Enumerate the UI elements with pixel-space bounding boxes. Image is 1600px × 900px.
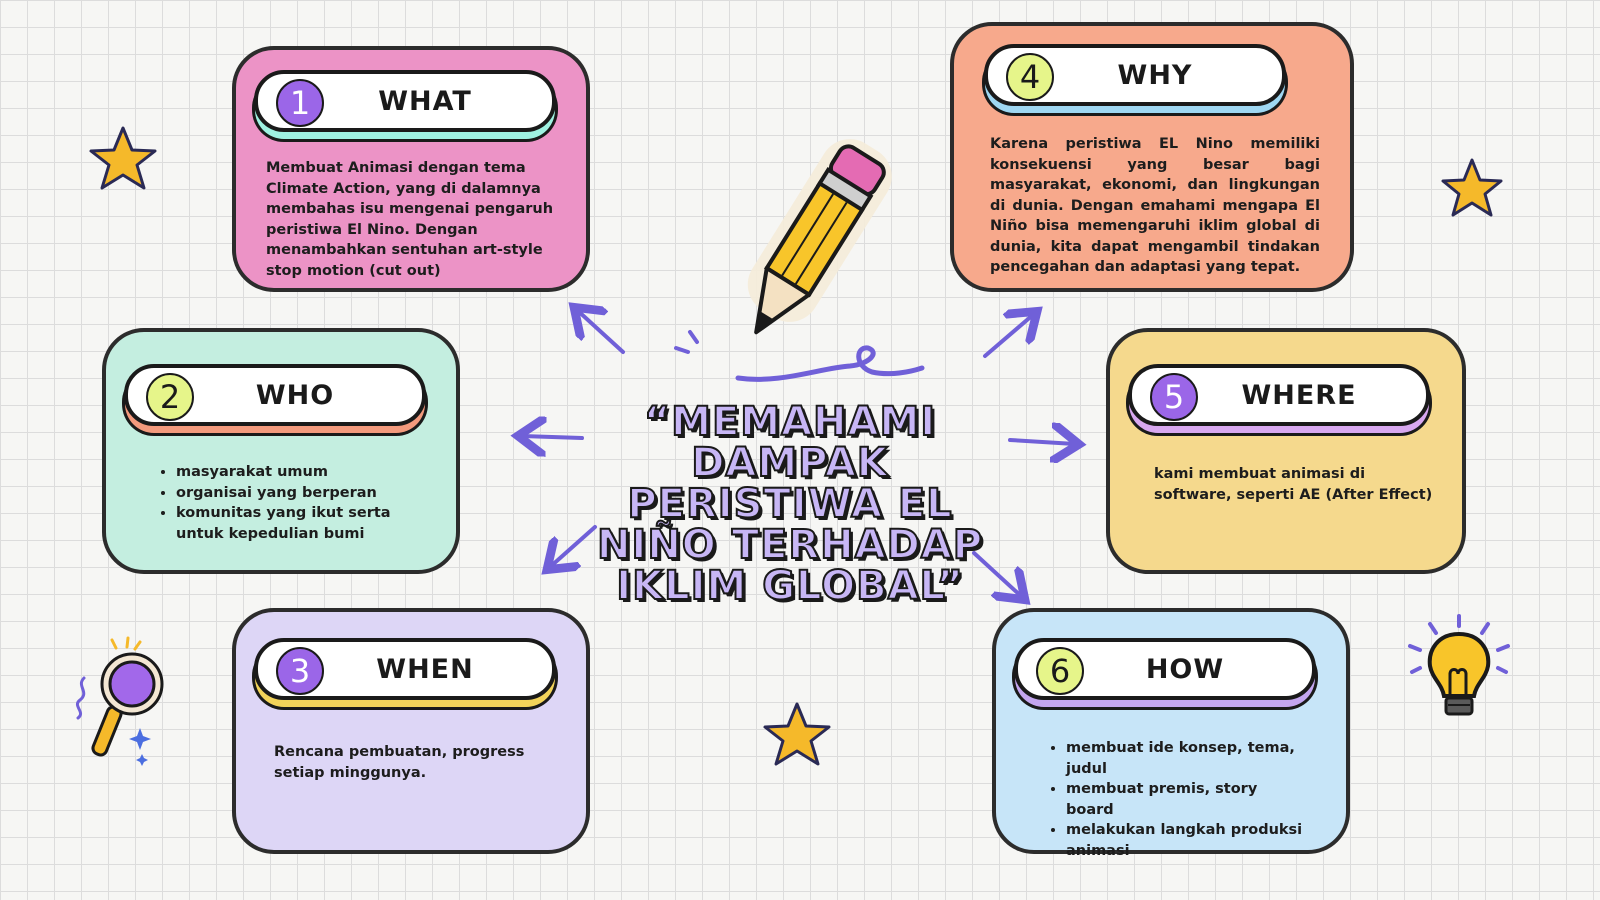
title-pill-why: 4 WHY: [984, 44, 1286, 106]
title-pill-where: 5 WHERE: [1128, 364, 1430, 426]
card-title: WHERE: [1241, 379, 1357, 411]
number-badge: 5: [1150, 373, 1198, 421]
title-pill-when: 3 WHEN: [254, 638, 556, 700]
arrow-icon: [550, 525, 597, 567]
card-who: 2 WHO masyarakat umum organisai yang ber…: [102, 328, 460, 574]
list-item: melakukan langkah produksi animasi: [1066, 820, 1306, 861]
card-body: Membuat Animasi dengan tema Climate Acti…: [266, 160, 554, 279]
number-badge: 6: [1036, 647, 1084, 695]
card-body: Rencana pembuatan, progress setiap mingg…: [274, 744, 525, 781]
star-icon: [1441, 158, 1503, 217]
list-item: organisai yang berperan: [176, 483, 416, 504]
star-icon: [763, 702, 831, 766]
list-item: masyarakat umum: [176, 462, 416, 483]
center-headline: “MEMAHAMI DAMPAK PERISTIWA EL NIÑO TERHA…: [596, 399, 984, 609]
card-when: 3 WHEN Rencana pembuatan, progress setia…: [232, 608, 590, 854]
card-what: 1 WHAT Membuat Animasi dengan tema Clima…: [232, 46, 590, 292]
card-body: Karena peristiwa EL Nino memiliki konsek…: [990, 136, 1320, 275]
card-body: kami membuat animasi di software, sepert…: [1154, 466, 1433, 503]
list-item: membuat premis, story board: [1066, 779, 1306, 820]
star-icon: [89, 126, 157, 190]
number-badge: 1: [276, 79, 324, 127]
arrow-icon: [1008, 440, 1075, 444]
card-title: HOW: [1145, 653, 1225, 685]
card-title: WHY: [1117, 59, 1193, 91]
title-pill-how: 6 HOW: [1014, 638, 1316, 700]
magnifier-icon: [75, 636, 164, 766]
card-where: 5 WHERE kami membuat animasi di software…: [1106, 328, 1466, 574]
list-item: komunitas yang ikut serta untuk kepeduli…: [176, 503, 416, 544]
card-title: WHO: [255, 379, 335, 411]
arrow-icon: [983, 314, 1034, 358]
card-why: 4 WHY Karena peristiwa EL Nino memiliki …: [950, 22, 1354, 292]
lightbulb-icon: [1408, 614, 1510, 716]
squiggle-decoration: [735, 345, 925, 382]
number-badge: 2: [146, 373, 194, 421]
card-title: WHAT: [378, 85, 472, 117]
number-badge: 4: [1006, 53, 1054, 101]
pencil-icon: [747, 139, 892, 335]
title-pill-what: 1 WHAT: [254, 70, 556, 132]
card-bullet-list: masyarakat umum organisai yang berperan …: [158, 462, 416, 544]
card-title: WHEN: [376, 653, 474, 685]
title-pill-who: 2 WHO: [124, 364, 426, 426]
arrow-icon: [577, 310, 625, 354]
card-how: 6 HOW membuat ide konsep, tema, judul me…: [992, 608, 1350, 859]
card-bullet-list: membuat ide konsep, tema, judul membuat …: [1048, 738, 1306, 861]
arrow-icon: [522, 436, 584, 438]
arrow-icon: [972, 551, 1022, 597]
number-badge: 3: [276, 647, 324, 695]
list-item: membuat ide konsep, tema, judul: [1066, 738, 1306, 779]
